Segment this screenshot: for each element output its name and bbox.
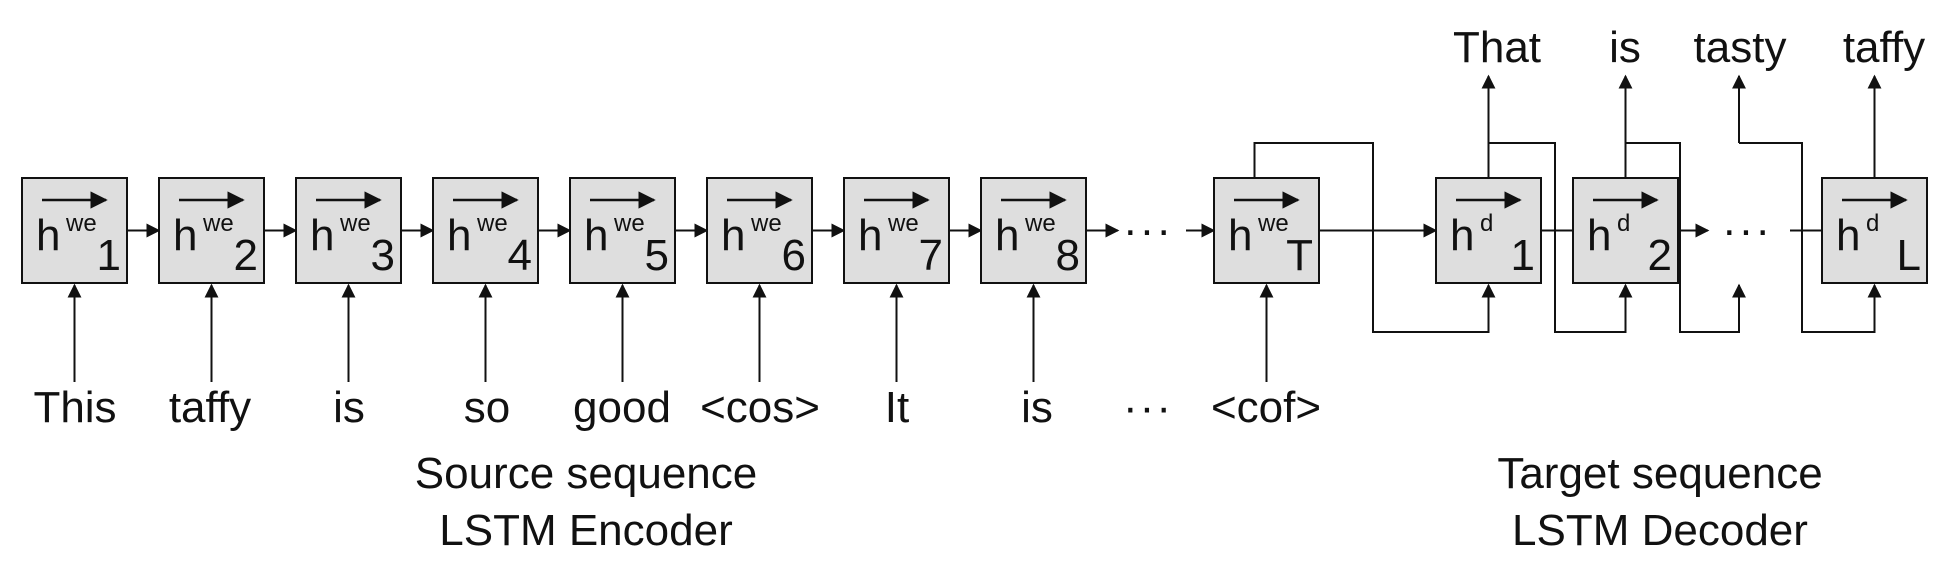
connections <box>67 74 1882 382</box>
cell-subscript: 5 <box>645 231 669 280</box>
cell-box <box>432 177 539 284</box>
input-word: <cof> <box>1211 383 1321 432</box>
cell-base: h <box>447 211 471 260</box>
input-word: It <box>885 383 909 432</box>
cell-box <box>1572 177 1679 284</box>
cell-box <box>1821 177 1928 284</box>
cell-superscript: we <box>65 210 97 237</box>
cell-base: h <box>858 211 882 260</box>
ellipsis: ··· <box>1123 206 1173 255</box>
cell-subscript: L <box>1897 231 1921 280</box>
cell-box <box>843 177 950 284</box>
cell-box <box>1435 177 1542 284</box>
input-word: good <box>573 383 671 432</box>
cell-superscript: we <box>1257 210 1289 237</box>
cell-subscript: 4 <box>508 231 532 280</box>
cell-box <box>21 177 128 284</box>
cell-base: h <box>173 211 197 260</box>
cell-subscript: 6 <box>782 231 806 280</box>
input-word: taffy <box>169 383 251 432</box>
output-word: tasty <box>1694 23 1787 72</box>
cell-base: h <box>1450 211 1474 260</box>
cell-base: h <box>995 211 1019 260</box>
cell-subscript: 8 <box>1056 231 1080 280</box>
cell-subscript: 1 <box>97 231 121 280</box>
ellipsis: ··· <box>1123 383 1173 432</box>
cell-superscript: we <box>1024 210 1056 237</box>
cell-box <box>569 177 676 284</box>
input-word: This <box>33 383 116 432</box>
output-word: is <box>1609 23 1641 72</box>
feedback-connector <box>1739 142 1882 333</box>
cell-subscript: 2 <box>234 231 258 280</box>
cell-box <box>1213 177 1320 284</box>
cell-box <box>980 177 1087 284</box>
cell-base: h <box>36 211 60 260</box>
cell-subscript: 7 <box>919 231 943 280</box>
cell-box <box>295 177 402 284</box>
cell-superscript: we <box>202 210 234 237</box>
feedback-connector <box>1253 142 1496 333</box>
feedback-connector <box>1488 142 1633 333</box>
decoder-caption: LSTM Decoder <box>1512 506 1808 555</box>
cell-base: h <box>1836 211 1860 260</box>
cell-subscript: 1 <box>1511 231 1535 280</box>
ellipsis: ··· <box>1722 206 1772 255</box>
cell-subscript: 3 <box>371 231 395 280</box>
output-word: That <box>1453 23 1541 72</box>
cell-box <box>158 177 265 284</box>
cell-superscript: we <box>613 210 645 237</box>
cell-superscript: d <box>1480 210 1493 237</box>
input-word: <cos> <box>700 383 820 432</box>
cell-superscript: we <box>887 210 919 237</box>
cell-box <box>706 177 813 284</box>
cell-base: h <box>1228 211 1252 260</box>
cell-superscript: d <box>1866 210 1879 237</box>
encoder-caption: Source sequence <box>415 449 757 498</box>
cell-superscript: we <box>339 210 371 237</box>
cell-subscript: T <box>1286 231 1313 280</box>
decoder-caption: Target sequence <box>1497 449 1822 498</box>
cell-subscript: 2 <box>1648 231 1672 280</box>
output-word: taffy <box>1843 23 1925 72</box>
encoder-caption: LSTM Encoder <box>439 506 732 555</box>
input-word: is <box>1021 383 1053 432</box>
cell-superscript: we <box>476 210 508 237</box>
input-word: is <box>333 383 365 432</box>
input-word: so <box>464 383 510 432</box>
cell-superscript: we <box>750 210 782 237</box>
cell-base: h <box>310 211 334 260</box>
cell-superscript: d <box>1617 210 1630 237</box>
cell-base: h <box>721 211 745 260</box>
feedback-connector <box>1625 142 1746 333</box>
cell-base: h <box>1587 211 1611 260</box>
cell-base: h <box>584 211 608 260</box>
